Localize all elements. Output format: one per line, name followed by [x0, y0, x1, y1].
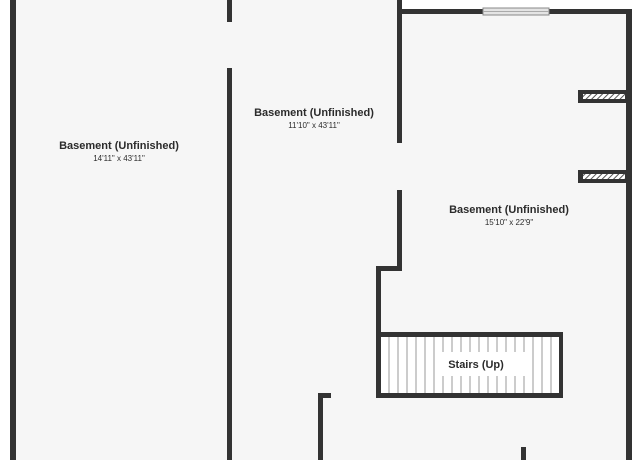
wall-hatch-lower	[578, 170, 628, 183]
wall-stair-bottom	[376, 393, 563, 398]
wall-stair-left	[376, 266, 381, 397]
wall-stair-right	[559, 332, 563, 398]
wall-lower-stub-horizontal	[318, 393, 331, 398]
wall-partition-2-top	[397, 0, 402, 143]
room-3-dims: 15'10" x 22'9"	[485, 218, 533, 227]
stairs-label: Stairs (Up)	[448, 359, 504, 371]
wall-notch-horizontal	[376, 266, 402, 271]
wall-partition-1-top	[227, 0, 232, 22]
wall-bottom-stub	[521, 447, 526, 460]
room-1-name: Basement (Unfinished)	[59, 140, 179, 152]
wall-stair-top	[376, 332, 563, 337]
room-2-name: Basement (Unfinished)	[254, 107, 374, 119]
wall-partition-1	[227, 68, 232, 460]
wall-hatch-upper	[578, 90, 628, 103]
wall-lower-stub-vertical	[318, 393, 323, 460]
wall-left-exterior	[10, 0, 16, 460]
wall-partition-2-mid	[397, 190, 402, 271]
room-1-dims: 14'11" x 43'11"	[93, 154, 145, 163]
room-3-name: Basement (Unfinished)	[449, 204, 569, 216]
floor-area	[10, 0, 630, 460]
stairs: Stairs (Up)	[381, 337, 559, 393]
window	[482, 7, 550, 16]
room-2-dims: 11'10" x 43'11"	[288, 121, 340, 130]
wall-right-exterior	[626, 9, 632, 460]
